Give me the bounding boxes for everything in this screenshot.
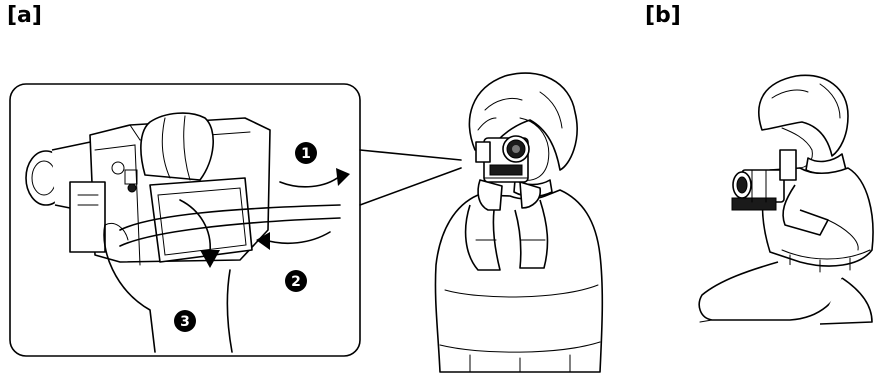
step-number-2: 2 [291,274,301,290]
step-marker-3: 3 [174,310,196,332]
step-number-3: 3 [180,314,190,330]
step-marker-1: 1 [295,142,317,164]
person-kneeling-filming [699,75,873,324]
step-number-1: 1 [301,146,311,162]
step-marker-2: 2 [285,270,307,292]
person-standing-filming [435,73,602,372]
